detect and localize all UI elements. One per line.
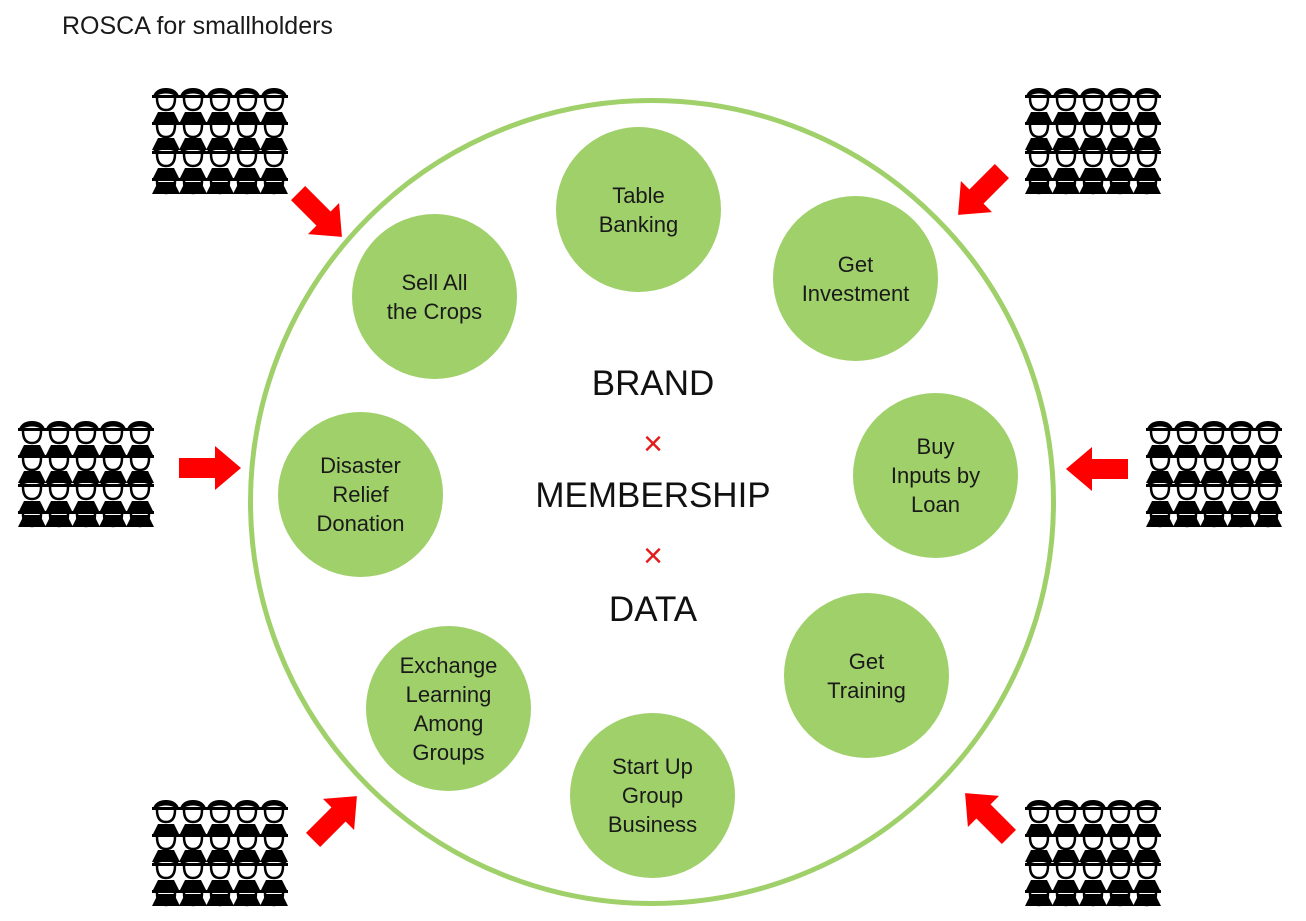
node-sell-all-the-crops: Sell All the Crops xyxy=(352,214,517,379)
red-arrow-icon xyxy=(282,177,358,253)
node-label: Sell All the Crops xyxy=(386,269,483,324)
times-symbol-1: × xyxy=(643,425,663,463)
node-label: Start Up Group Business xyxy=(607,754,698,837)
people-group-icon xyxy=(152,800,292,910)
red-arrow-icon xyxy=(1066,447,1128,491)
center-data: DATA xyxy=(608,590,698,629)
times-symbol-2: × xyxy=(643,537,663,575)
node-label: Get Training xyxy=(827,648,906,703)
node-get-investment: Get Investment xyxy=(773,196,938,361)
outer-ring xyxy=(248,98,1056,906)
red-arrow-icon xyxy=(297,780,373,856)
people-group-icon xyxy=(152,88,292,198)
node-get-training: Get Training xyxy=(784,593,949,758)
people-group-icon xyxy=(1025,88,1165,198)
page-title: ROSCA for smallholders xyxy=(62,12,333,40)
red-arrow-icon xyxy=(942,155,1018,231)
red-arrow-icon xyxy=(179,446,241,490)
node-table-banking: Table Banking xyxy=(556,127,721,292)
people-group-icon xyxy=(1146,421,1286,531)
people-group-icon xyxy=(1025,800,1165,910)
node-label: Table Banking xyxy=(598,182,679,237)
center-membership: MEMBERSHIP xyxy=(535,476,771,515)
node-label: Exchange Learning Among Groups xyxy=(399,652,498,765)
node-buy-inputs-by-loan: Buy Inputs by Loan xyxy=(853,393,1018,558)
node-exchange-learning: Exchange Learning Among Groups xyxy=(366,626,531,791)
red-arrow-icon xyxy=(949,777,1025,853)
node-disaster-relief-donation: Disaster Relief Donation xyxy=(278,412,443,577)
node-label: Buy Inputs by Loan xyxy=(890,434,981,517)
node-start-up-group-business: Start Up Group Business xyxy=(570,713,735,878)
center-brand: BRAND xyxy=(591,364,715,403)
node-label: Get Investment xyxy=(801,251,910,306)
people-group-icon xyxy=(18,421,158,531)
node-label: Disaster Relief Donation xyxy=(316,453,405,536)
